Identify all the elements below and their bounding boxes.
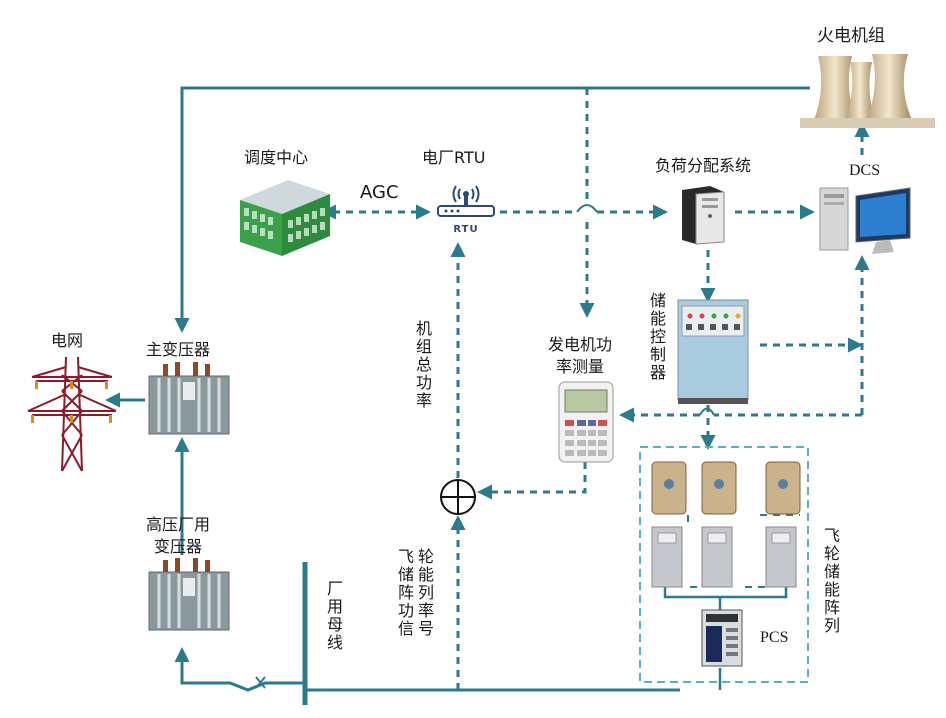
load-distribution-pc-icon: [682, 186, 725, 245]
line-flywheel-internal-dashed: [687, 514, 800, 588]
load-distribution-label: 负荷分配系统: [655, 156, 752, 175]
hv-aux-transformer-label-1: 高压厂用: [146, 515, 211, 534]
flywheel-unit-1-icon: [651, 461, 687, 515]
storage-controller-cabinet-icon: [677, 299, 749, 404]
flywheel-array-label: 飞轮储能阵列: [821, 527, 840, 635]
flywheel-unit-3-icon: [765, 461, 801, 515]
agc-label: AGC: [360, 182, 399, 203]
dcs-computer-icon: [819, 187, 911, 254]
flywheel-power-signal-col2: 轮能列率号: [415, 548, 434, 638]
plant-rtu-label: 电厂RTU: [422, 148, 486, 167]
line-thermal-to-main-transformer: [174, 86, 810, 333]
generator-power-measure-label-1: 发电机功: [548, 335, 613, 354]
line-bus-to-hv-aux: [174, 647, 305, 692]
summing-junction: [440, 479, 476, 515]
hv-aux-transformer-label-2: 变压器: [154, 537, 203, 556]
cooling-tower-icon: [800, 54, 935, 128]
pcs-label: PCS: [760, 629, 789, 646]
main-transformer-label: 主变压器: [146, 340, 211, 359]
grid-label: 电网: [51, 331, 84, 350]
rtu-router-icon: [437, 185, 495, 217]
flywheel-cabinet-3-icon: [765, 526, 797, 588]
dispatch-center-label: 调度中心: [244, 148, 309, 167]
flywheel-cabinet-2-icon: [701, 526, 733, 588]
rtu-device: RTU: [434, 180, 498, 236]
storage-controller-label: 储能控制器: [647, 292, 666, 382]
transmission-tower-icon: [27, 356, 117, 472]
flywheel-cabinet-1-icon: [651, 526, 683, 588]
dcs-label: DCS: [849, 162, 881, 179]
line-flywheel-internal: [663, 587, 788, 610]
plant-bus-label: 厂用母线: [324, 580, 343, 652]
flywheel-array-box: [639, 446, 809, 683]
hv-aux-transformer-icon: [148, 558, 230, 631]
rtu-device-text: RTU: [453, 224, 479, 235]
thermal-unit-label: 火电机组: [817, 26, 885, 46]
flywheel-unit-2-icon: [701, 461, 737, 515]
power-meter-icon: [558, 381, 614, 463]
main-transformer-icon: [148, 362, 230, 435]
dispatch-building-icon: [240, 180, 330, 256]
pcs-device-icon: [701, 609, 743, 667]
line-measure-to-sum: [477, 462, 587, 500]
flywheel-power-signal-col1: 飞储阵功信: [395, 548, 414, 638]
generator-power-measure-label-2: 率测量: [556, 357, 605, 376]
unit-total-power-label: 机组总功率: [413, 320, 432, 410]
